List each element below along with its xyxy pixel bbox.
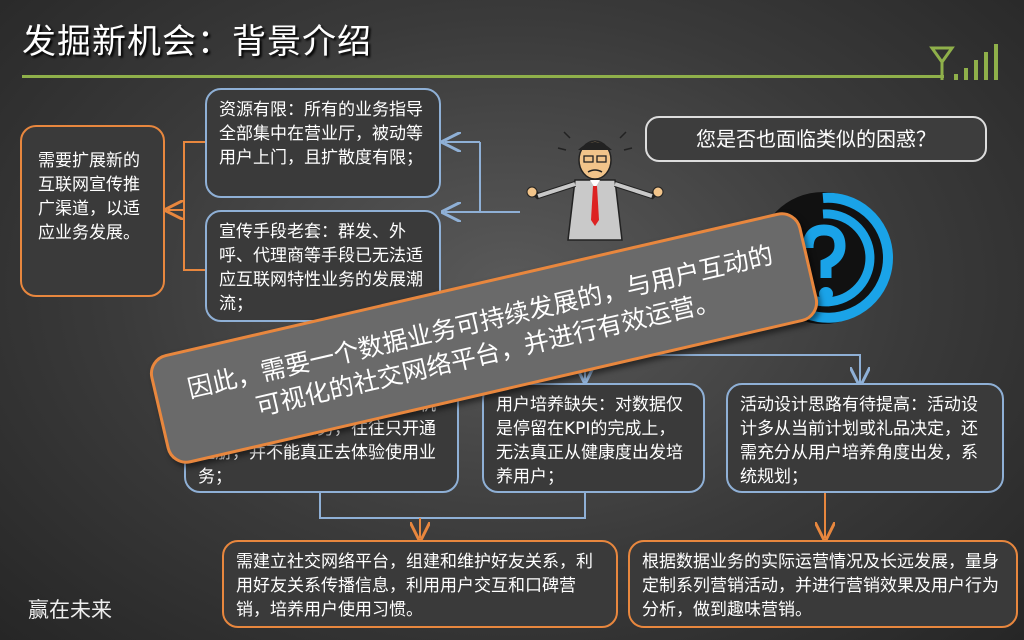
bottom-box-1: 需建立社交网络平台，组建和维护好友关系，利用好友关系传播信息，利用用户交互和口碑…	[222, 540, 618, 628]
bottom-box-2: 根据数据业务的实际运营情况及长远发展，量身定制系列营销活动，并进行营销效果及用户…	[628, 540, 1018, 628]
title-underline	[22, 75, 944, 78]
top-box-1: 资源有限：所有的业务指导全部集中在营业厅，被动等用户上门，且扩散度有限；	[205, 88, 441, 198]
mid-box-2-text: 用户培养缺失：对数据仅是停留在KPI的完成上，无法真正从健康度出发培养用户；	[496, 395, 683, 487]
signal-icon	[929, 44, 998, 80]
footer-text: 赢在未来	[28, 598, 112, 622]
slide-title: 发掘新机会：背景介绍	[22, 22, 372, 62]
confused-man-icon	[526, 131, 664, 241]
speech-bubble-text: 您是否也面临类似的困惑？	[696, 127, 936, 151]
left-box: 需要扩展新的互联网宣传推广渠道，以适应业务发展。	[20, 125, 165, 297]
speech-bubble: 您是否也面临类似的困惑？	[645, 116, 987, 162]
left-box-text: 需要扩展新的互联网宣传推广渠道，以适应业务发展。	[38, 151, 140, 243]
top-box-2: 宣传手段老套：群发、外呼、代理商等手段已无法适应互联网特性业务的发展潮流；	[205, 210, 441, 322]
mid-box-3-text: 活动设计思路有待提高：活动设计多从当前计划或礼品决定，还需充分从用户培养角度出发…	[740, 395, 978, 487]
top-box-2-text: 宣传手段老套：群发、外呼、代理商等手段已无法适应互联网特性业务的发展潮流；	[219, 222, 423, 314]
top-box-1-text: 资源有限：所有的业务指导全部集中在营业厅，被动等用户上门，且扩散度有限；	[219, 100, 423, 168]
mid-box-3: 活动设计思路有待提高：活动设计多从当前计划或礼品决定，还需充分从用户培养角度出发…	[726, 383, 1004, 493]
bottom-box-1-text: 需建立社交网络平台，组建和维护好友关系，利用好友关系传播信息，利用用户交互和口碑…	[236, 552, 593, 620]
bottom-box-2-text: 根据数据业务的实际运营情况及长远发展，量身定制系列营销活动，并进行营销效果及用户…	[642, 552, 999, 620]
mid-box-2: 用户培养缺失：对数据仅是停留在KPI的完成上，无法真正从健康度出发培养用户；	[482, 383, 705, 493]
